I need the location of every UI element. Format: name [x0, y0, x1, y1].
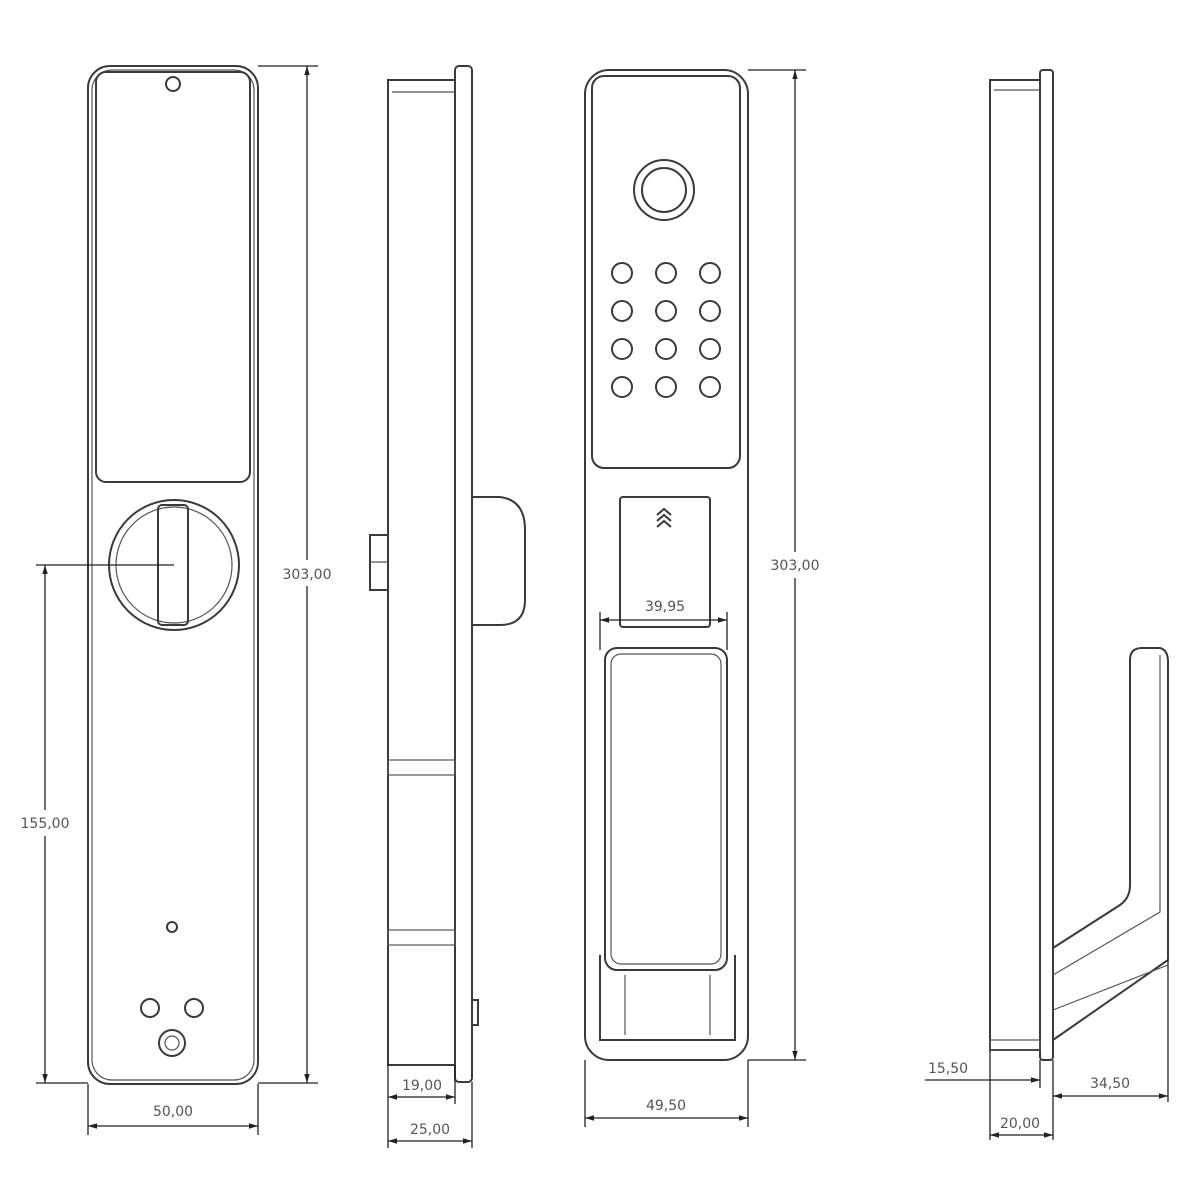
rear-dimensions: 303,00 155,00 50,00	[14, 65, 336, 1135]
dim-hook-side-outer: 20,00	[1000, 1116, 1040, 1132]
keypad-panel	[591, 75, 741, 469]
dim-card-width: 39,95	[645, 599, 685, 615]
front-side-dimensions: 15,50 20,00 34,50	[925, 960, 1169, 1140]
rear-view	[87, 65, 259, 1085]
screw-icon	[184, 998, 204, 1018]
keypad-button[interactable]	[611, 300, 633, 322]
rear-body-outline	[87, 65, 259, 1085]
dim-front-height: 303,00	[283, 567, 332, 583]
front-side-view	[989, 69, 1169, 1061]
dim-handle-height: 155,00	[21, 816, 70, 832]
keypad-buttons	[611, 262, 721, 398]
rear-side-dimensions: 19,00 25,00	[387, 1065, 473, 1148]
dim-hook-side-inner: 15,50	[928, 1061, 968, 1077]
knob-profile	[472, 496, 526, 626]
handle-profile	[1052, 647, 1169, 1041]
keypad-button[interactable]	[699, 262, 721, 284]
keypad-button[interactable]	[699, 300, 721, 322]
keypad-button[interactable]	[611, 338, 633, 360]
card-reader-area	[619, 496, 711, 628]
pull-handle[interactable]	[604, 647, 728, 971]
keypad-button[interactable]	[655, 338, 677, 360]
dim-keypad-height: 303,00	[771, 558, 820, 574]
keypad-button[interactable]	[655, 376, 677, 398]
keypad-button[interactable]	[611, 376, 633, 398]
dim-hook-projection: 34,50	[1090, 1076, 1130, 1092]
fingerprint-sensor[interactable]	[633, 159, 695, 221]
front-body-outline	[584, 69, 749, 1061]
front-side-body	[989, 79, 1041, 1051]
screw-icon	[140, 998, 160, 1018]
front-dimensions: 39,95 303,00 49,50	[584, 69, 825, 1127]
key-cylinder-icon	[158, 1029, 186, 1057]
front-view	[584, 69, 749, 1061]
side-plate	[454, 65, 473, 1083]
rear-side-view	[369, 65, 526, 1083]
keypad-button[interactable]	[655, 300, 677, 322]
handle-pocket	[599, 955, 736, 1041]
keypad-button[interactable]	[699, 338, 721, 360]
keypad-button[interactable]	[699, 376, 721, 398]
chevron-up-icon	[656, 507, 672, 528]
screw-icon	[165, 76, 181, 92]
keypad-button[interactable]	[655, 262, 677, 284]
dim-side-depth-outer: 25,00	[410, 1122, 450, 1138]
dim-front-width: 50,00	[153, 1104, 193, 1120]
side-body	[387, 79, 456, 1066]
front-side-plate	[1039, 69, 1054, 1061]
battery-cover	[95, 71, 251, 483]
keypad-button[interactable]	[611, 262, 633, 284]
reset-hole-icon	[166, 921, 178, 933]
dim-keypad-width: 49,50	[646, 1098, 686, 1114]
dim-side-depth-inner: 19,00	[402, 1078, 442, 1094]
